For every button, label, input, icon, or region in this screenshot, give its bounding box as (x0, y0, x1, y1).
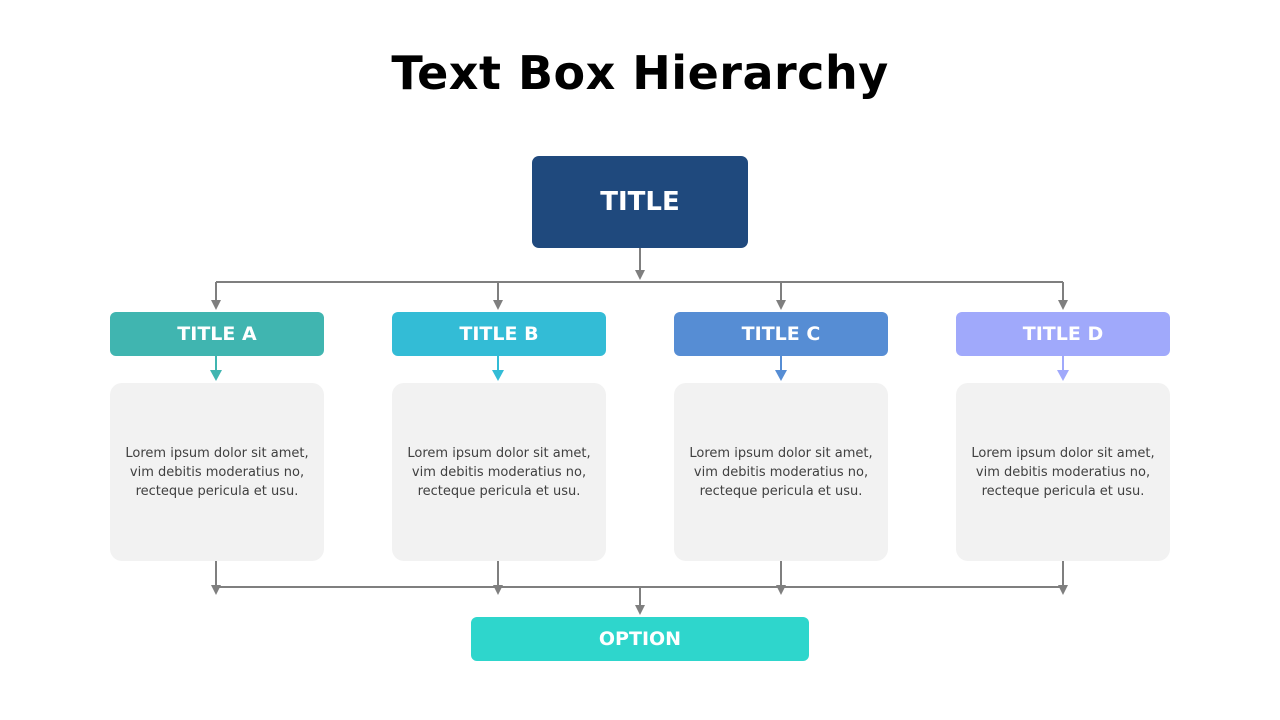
branch-a-text-box: Lorem ipsum dolor sit amet, vim debitis … (110, 383, 324, 561)
branch-title-c-box: TITLE C (674, 312, 888, 356)
branch-title-c-label: TITLE C (741, 323, 821, 345)
branch-title-b-box: TITLE B (392, 312, 606, 356)
branch-title-a-label: TITLE A (177, 323, 257, 345)
branch-a-text: Lorem ipsum dolor sit amet, vim debitis … (125, 445, 309, 499)
branch-title-b-label: TITLE B (459, 323, 539, 345)
branch-title-a-box: TITLE A (110, 312, 324, 356)
arrow-down-a (211, 300, 221, 310)
root-title-box: TITLE (532, 156, 748, 248)
branch-d-text: Lorem ipsum dolor sit amet, vim debitis … (971, 445, 1155, 499)
arrow-down-d (1058, 300, 1068, 310)
branch-d-text-box: Lorem ipsum dolor sit amet, vim debitis … (956, 383, 1170, 561)
branch-b-text-box: Lorem ipsum dolor sit amet, vim debitis … (392, 383, 606, 561)
arrow-down-b (493, 300, 503, 310)
option-box: OPTION (471, 617, 809, 661)
branch-c-text: Lorem ipsum dolor sit amet, vim debitis … (689, 445, 873, 499)
branch-c-text-box: Lorem ipsum dolor sit amet, vim debitis … (674, 383, 888, 561)
branch-b-text: Lorem ipsum dolor sit amet, vim debitis … (407, 445, 591, 499)
arrow-d-body (1057, 370, 1069, 381)
branch-title-d-box: TITLE D (956, 312, 1170, 356)
arrow-b-body (492, 370, 504, 381)
slide-title: Text Box Hierarchy (391, 46, 889, 100)
arrow-a-body (210, 370, 222, 381)
arrow-root-bus (635, 270, 645, 280)
root-title-label: TITLE (600, 187, 680, 217)
branch-title-d-label: TITLE D (1022, 323, 1104, 345)
option-label: OPTION (598, 628, 682, 650)
arrow-down-c (776, 300, 786, 310)
arrow-c-body (775, 370, 787, 381)
arrow-option (635, 605, 645, 615)
